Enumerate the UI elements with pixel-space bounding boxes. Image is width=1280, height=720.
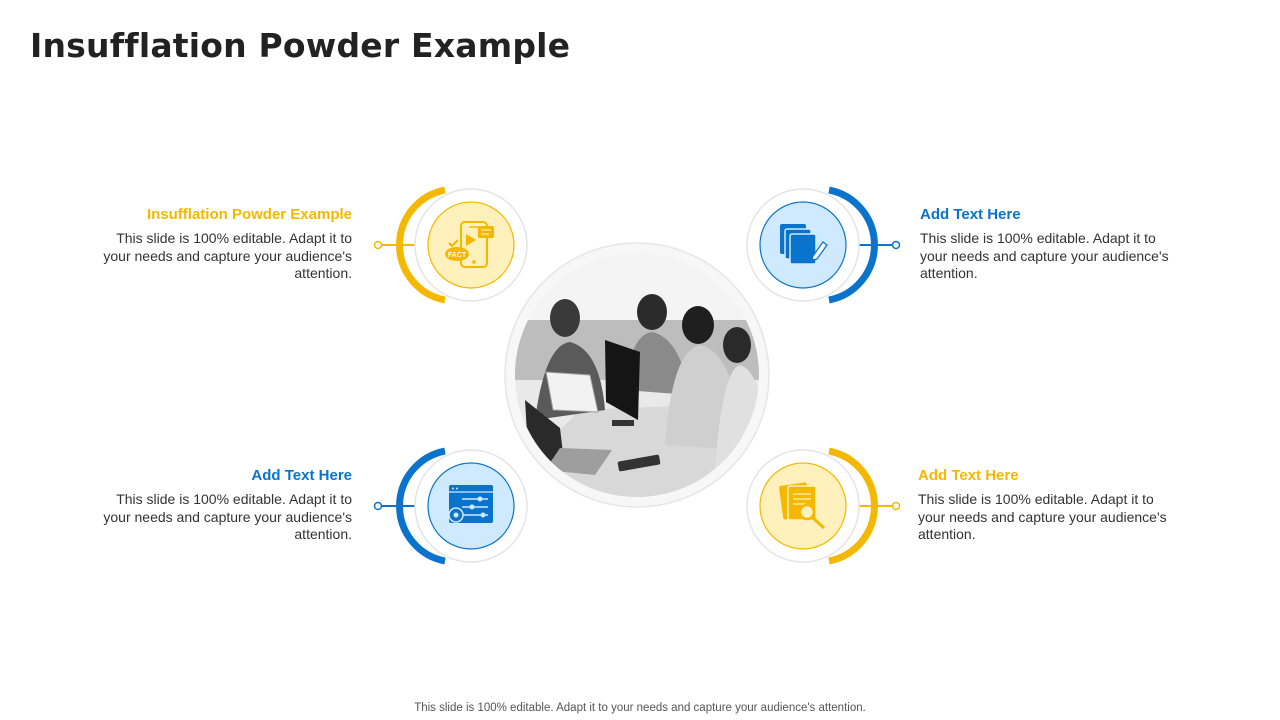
arc-bottom-right <box>828 447 878 565</box>
node-bottom-left <box>414 449 528 563</box>
item-heading: Add Text Here <box>918 467 1019 484</box>
dot-top-left <box>373 240 383 250</box>
dot-bottom-right <box>891 501 901 511</box>
arc-bottom-left <box>396 447 446 565</box>
item-bottom-left: Add Text Here This slide is 100% editabl… <box>92 467 352 544</box>
item-body: This slide is 100% editable. Adapt it to… <box>103 230 352 281</box>
center-photo <box>504 242 770 508</box>
document-search-icon <box>779 482 826 530</box>
svg-text:FACT: FACT <box>448 252 467 259</box>
item-body: This slide is 100% editable. Adapt it to… <box>103 491 352 542</box>
item-heading: Insufflation Powder Example <box>146 206 352 223</box>
dot-top-right <box>891 240 901 250</box>
item-heading: Add Text Here <box>251 467 352 484</box>
item-heading: Add Text Here <box>920 206 1021 223</box>
node-top-left: FACT <box>414 188 528 302</box>
mobile-fact-video-icon: FACT <box>445 221 494 268</box>
documents-edit-icon <box>780 224 828 265</box>
item-top-right: Add Text Here This slide is 100% editabl… <box>920 206 1180 283</box>
arc-top-left <box>396 186 446 304</box>
footer-note: This slide is 100% editable. Adapt it to… <box>414 702 866 714</box>
page-title: Insufflation Powder Example <box>30 26 571 65</box>
item-body: This slide is 100% editable. Adapt it to… <box>918 491 1167 542</box>
node-top-right <box>746 188 860 302</box>
settings-panel-icon <box>448 485 493 523</box>
item-top-left: Insufflation Powder Example This slide i… <box>92 206 352 283</box>
node-bottom-right <box>746 449 860 563</box>
arc-top-right <box>828 186 878 304</box>
item-body: This slide is 100% editable. Adapt it to… <box>920 230 1169 281</box>
item-bottom-right: Add Text Here This slide is 100% editabl… <box>918 467 1178 544</box>
dot-bottom-left <box>373 501 383 511</box>
